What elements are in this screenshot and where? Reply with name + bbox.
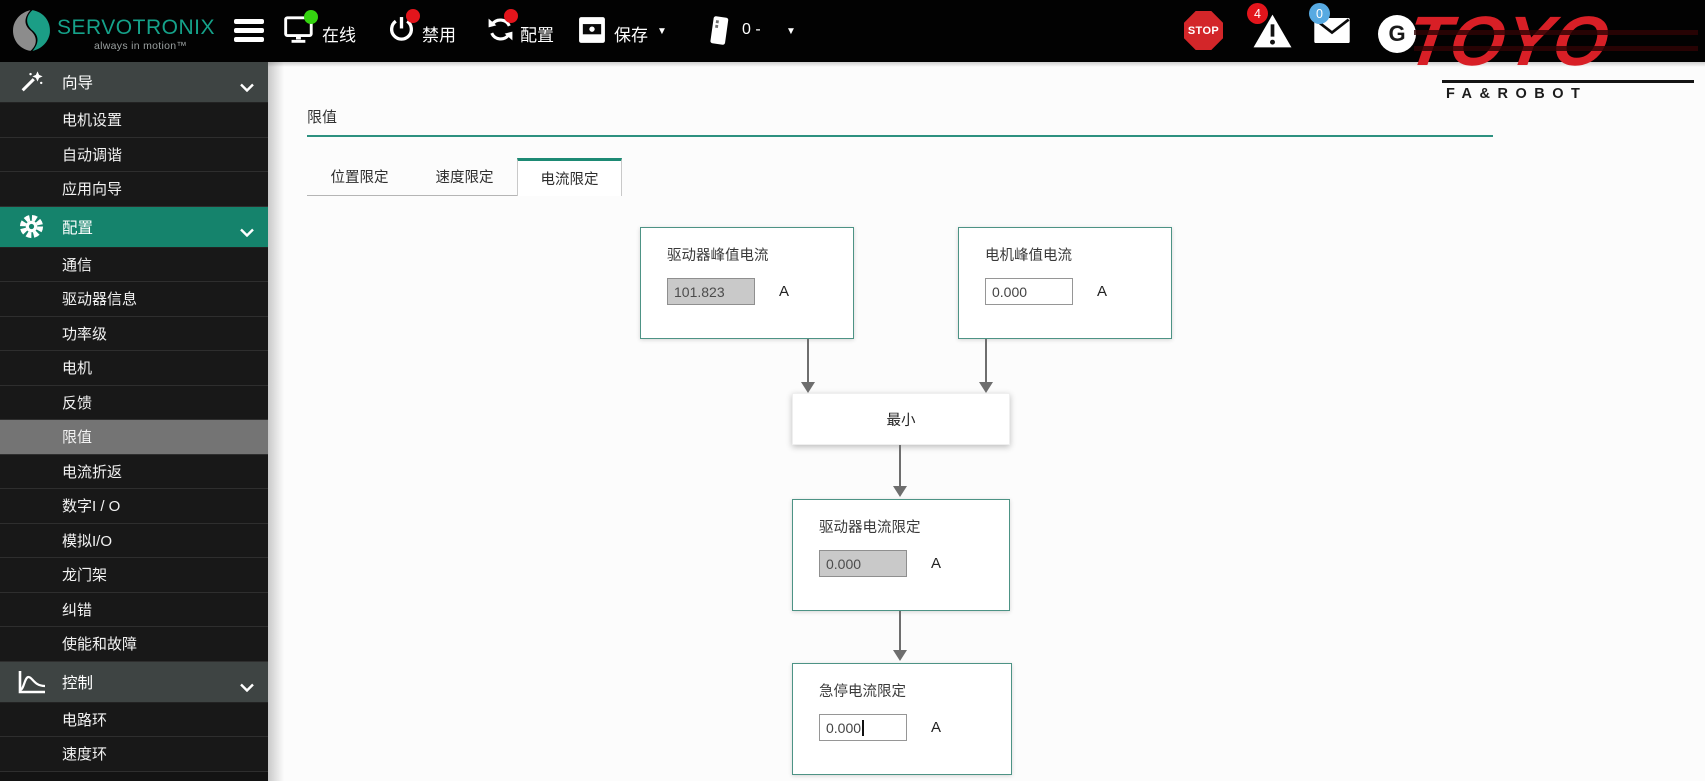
sidebar-item-feedback[interactable]: 反馈 — [0, 385, 268, 420]
gear-icon — [16, 213, 46, 240]
tab-position-limit[interactable]: 位置限定 — [307, 158, 412, 196]
drive-current-limit-box: 驱动器电流限定 0.000 A — [792, 499, 1010, 611]
sidebar-item-error-correction[interactable]: 纠错 — [0, 592, 268, 627]
drive-peak-current-input: 101.823 — [667, 278, 755, 305]
sidebar-item-application-wizard[interactable]: 应用向导 — [0, 172, 268, 207]
estop-current-limit-input[interactable]: 0.000 — [819, 714, 907, 741]
minimum-box: 最小 — [792, 393, 1010, 445]
configure-button[interactable]: 配置 — [520, 26, 554, 45]
sidebar-group-label: 向导 — [62, 75, 94, 92]
toyo-logo-text: TOYO — [1402, 2, 1615, 80]
drive-current-limit-value: 0.000 — [826, 555, 862, 572]
toyo-circle-icon: G — [1378, 15, 1416, 53]
motor-peak-current-value: 0.000 — [992, 283, 1028, 300]
mail-count-badge: 0 — [1309, 3, 1330, 24]
motor-peak-current-unit: A — [1097, 283, 1108, 300]
save-icon[interactable] — [578, 16, 606, 44]
sidebar-item-analog-io[interactable]: 模拟I/O — [0, 523, 268, 558]
sidebar-item-gantry[interactable]: 龙门架 — [0, 558, 268, 593]
estop-current-limit-label: 急停电流限定 — [819, 684, 906, 700]
minimum-label: 最小 — [886, 412, 916, 429]
toyo-stripe — [1414, 30, 1698, 35]
arrow-drive-to-min — [801, 339, 815, 393]
chevron-down-icon — [240, 679, 254, 697]
motor-peak-current-box: 电机峰值电流 0.000 A — [958, 227, 1172, 339]
drive-peak-current-label: 驱动器峰值电流 — [667, 248, 769, 264]
estop-current-limit-box: 急停电流限定 0.000 A — [792, 663, 1012, 775]
sidebar-item-enable-faults[interactable]: 使能和故障 — [0, 627, 268, 662]
content-left-shadow — [268, 62, 284, 781]
stop-button[interactable]: STOP — [1184, 11, 1223, 50]
brand-tagline: always in motion™ — [94, 40, 188, 52]
sidebar-group-control[interactable]: 控制 — [0, 661, 268, 703]
drive-peak-current-value: 101.823 — [674, 283, 725, 300]
toyo-rule — [1442, 80, 1694, 83]
drive-peak-current-unit: A — [779, 283, 790, 300]
sync-icon[interactable] — [486, 15, 515, 44]
sidebar-item-current-foldback[interactable]: 电流折返 — [0, 454, 268, 489]
arrow-min-to-drive-limit — [893, 445, 907, 497]
sidebar-item-limits[interactable]: 限值 — [0, 420, 268, 455]
motor-peak-current-label: 电机峰值电流 — [985, 248, 1072, 264]
estop-current-limit-unit: A — [931, 719, 942, 736]
drive-current-limit-unit: A — [931, 555, 942, 572]
sidebar-item-autotuning[interactable]: 自动调谐 — [0, 137, 268, 172]
monitor-icon[interactable] — [284, 16, 314, 44]
drive-device-icon[interactable] — [707, 14, 731, 48]
servotronix-logo-icon — [13, 10, 50, 51]
toyo-logo-subtext: FA&ROBOT — [1446, 86, 1588, 102]
chevron-down-icon — [240, 79, 254, 97]
disable-status-dot — [406, 9, 420, 23]
save-button[interactable]: 保存 — [614, 26, 648, 45]
online-status-dot — [304, 10, 318, 24]
toyo-stripe — [1414, 46, 1698, 51]
content-top-shadow — [268, 62, 1705, 67]
title-divider — [307, 135, 1493, 137]
arrow-drive-limit-to-estop — [893, 611, 907, 661]
sidebar-group-label: 控制 — [62, 674, 94, 692]
sidebar-nav: 向导 电机设置 自动调谐 应用向导 配置 通信 驱动器信息 功率级 电机 反馈 … — [0, 62, 268, 781]
page-title: 限值 — [307, 109, 338, 126]
text-cursor — [862, 719, 864, 736]
alarm-count-badge: 4 — [1247, 3, 1268, 24]
save-caret-icon[interactable]: ▼ — [657, 26, 667, 37]
sidebar-item-drive-info[interactable]: 驱动器信息 — [0, 282, 268, 317]
sidebar-item-digital-io[interactable]: 数字I / O — [0, 489, 268, 524]
power-icon[interactable] — [388, 15, 415, 44]
sidebar-item-motor[interactable]: 电机 — [0, 351, 268, 386]
sidebar-item-velocity-loop[interactable]: 速度环 — [0, 737, 268, 772]
control-loop-icon — [16, 669, 46, 695]
motor-peak-current-input[interactable]: 0.000 — [985, 278, 1073, 305]
estop-current-limit-value: 0.000 — [826, 719, 862, 736]
sidebar-item-power-stage[interactable]: 功率级 — [0, 316, 268, 351]
drive-current-limit-label: 驱动器电流限定 — [819, 520, 921, 536]
arrow-motor-to-min — [979, 339, 993, 393]
disable-button[interactable]: 禁用 — [422, 26, 456, 45]
device-caret-icon[interactable]: ▼ — [786, 26, 796, 37]
chevron-down-icon — [240, 224, 254, 242]
sidebar-group-label: 配置 — [62, 219, 94, 237]
tab-velocity-limit[interactable]: 速度限定 — [412, 158, 517, 196]
alarm-warning-icon[interactable] — [1252, 13, 1293, 49]
brand-name: SERVOTRONIX — [57, 16, 215, 39]
sidebar-item-communication[interactable]: 通信 — [0, 247, 268, 282]
limits-tab-bar: 位置限定 速度限定 电流限定 — [307, 158, 622, 196]
tab-current-limit[interactable]: 电流限定 — [517, 158, 622, 196]
online-button[interactable]: 在线 — [322, 26, 356, 45]
wand-icon — [16, 69, 46, 95]
sidebar-group-wizard[interactable]: 向导 — [0, 62, 268, 103]
main-content: 限值 位置限定 速度限定 电流限定 驱动器峰值电流 101.823 A 电机峰值… — [268, 62, 1705, 781]
device-selector-value[interactable]: 0 - — [742, 21, 761, 38]
drive-current-limit-input: 0.000 — [819, 550, 907, 577]
toyo-logo: G TOYO FA&ROBOT — [1372, 0, 1705, 106]
sidebar-group-configuration[interactable]: 配置 — [0, 206, 268, 248]
menu-hamburger-icon[interactable] — [234, 19, 264, 43]
sidebar-item-current-loop[interactable]: 电路环 — [0, 702, 268, 737]
config-status-dot — [504, 9, 518, 23]
drive-peak-current-box: 驱动器峰值电流 101.823 A — [640, 227, 854, 339]
sidebar-item-motor-setup[interactable]: 电机设置 — [0, 103, 268, 138]
